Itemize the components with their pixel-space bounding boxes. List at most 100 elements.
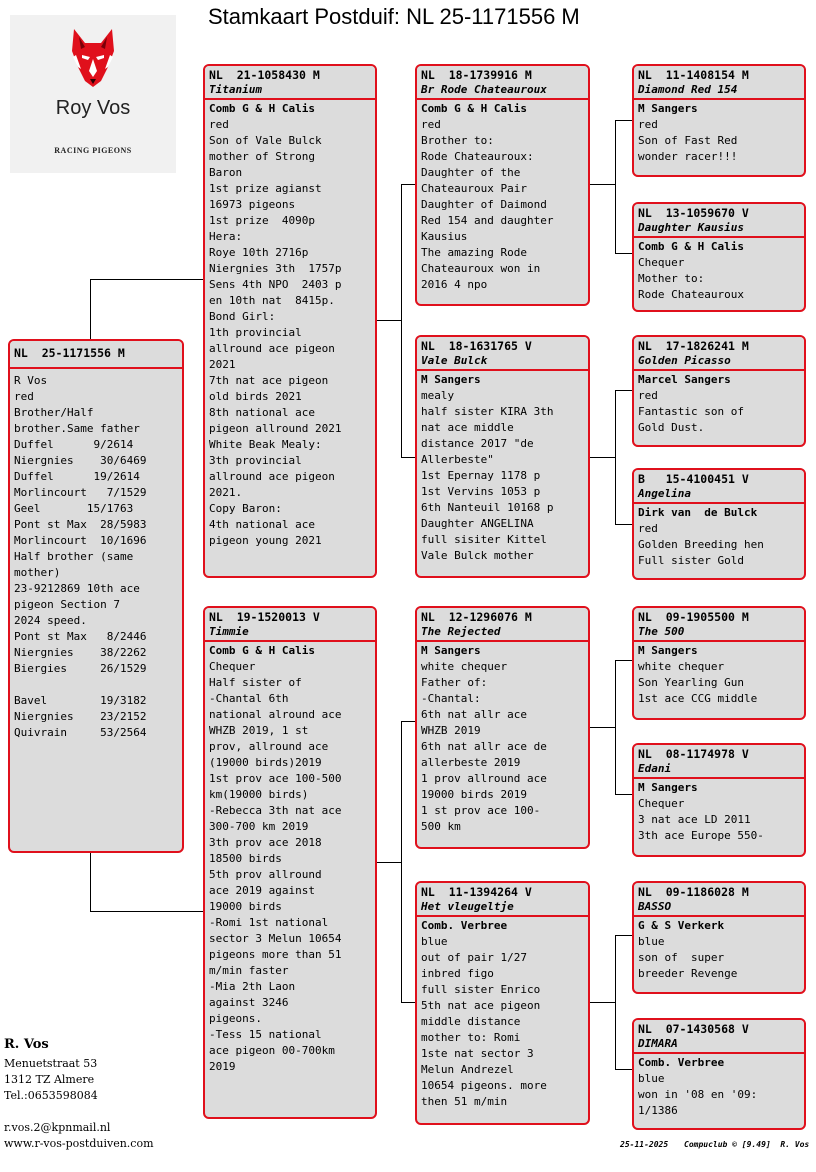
breeder-name: Marcel Sangers (638, 373, 731, 386)
info-line: sector 3 Melun 10654 (209, 932, 342, 945)
connector (401, 184, 402, 457)
card-header: NL 19-1520013 V Timmie (205, 608, 375, 642)
info-line: Morlincourt 10/1696 (14, 534, 147, 547)
info-line: Sens 4th NPO 2403 p (209, 278, 342, 291)
info-line: km(19000 birds) (209, 788, 309, 801)
info-line: Son of Fast Red (638, 134, 738, 147)
info-line: Daughter ANGELINA (421, 517, 534, 530)
connector (589, 1002, 615, 1003)
card-body: Dirk van de Bulck red Golden Breeding he… (634, 504, 804, 569)
card-header: NL 07-1430568 V DIMARA (634, 1020, 804, 1054)
info-line: Hera: (209, 230, 243, 243)
breeder-name: Dirk van de Bulck (638, 506, 758, 519)
card-body: Comb G & H Calis red Brother to: Rode Ch… (417, 100, 588, 293)
info-line: red (14, 390, 34, 403)
pigeon-card-mff[interactable]: NL 09-1905500 M The 500 M Sangers white … (632, 606, 806, 720)
print-date: 25-11-2025 (620, 1140, 669, 1149)
info-line: -Mia 2th Laon (209, 980, 296, 993)
info-line: ace 2019 against (209, 884, 315, 897)
info-line: Niergnies 3th 1757p (209, 262, 342, 275)
ring-number: NL 25-1171556 M (14, 346, 125, 360)
pigeon-name: Angelina (638, 487, 691, 500)
connector (90, 279, 204, 280)
ring-number: NL 11-1408154 M (638, 68, 749, 82)
info-line: 1/1386 (638, 1104, 678, 1117)
pigeon-card-fm[interactable]: NL 18-1631765 V Vale Bulck M Sangers mea… (415, 335, 590, 578)
info-line: allround ace pigeon (209, 342, 335, 355)
pigeon-name: The 500 (638, 625, 685, 638)
info-line: Vale Bulck mother (421, 549, 534, 562)
info-line: 300-700 km 2019 (209, 820, 309, 833)
info-line: red (209, 118, 229, 131)
info-line: 2021. (209, 486, 243, 499)
card-body: R Vos red Brother/Half brother.Same fath… (10, 369, 182, 741)
info-line: m/min faster (209, 964, 289, 977)
info-line: 1th provincial (209, 326, 302, 339)
owner-website[interactable]: www.r-vos-postduiven.com (4, 1137, 154, 1150)
info-line: Melun Andrezel (421, 1063, 514, 1076)
pigeon-card-mm[interactable]: NL 11-1394264 V Het vleugeltje Comb. Ver… (415, 881, 590, 1125)
pigeon-card-fmm[interactable]: B 15-4100451 V Angelina Dirk van de Bulc… (632, 468, 806, 580)
card-body: Comb G & H Calis Chequer Mother to: Rode… (634, 238, 804, 303)
info-line: 6th nat allr ace de (421, 740, 547, 753)
connector (615, 253, 633, 254)
owner-email[interactable]: r.vos.2@kpnmail.nl (4, 1121, 111, 1134)
info-line: 2019 (209, 1060, 236, 1073)
info-line: 23-9212869 10th ace (14, 582, 140, 595)
card-header: NL 18-1739916 M Br Rode Chateauroux (417, 66, 588, 100)
card-body: Comb. Verbree blue out of pair 1/27 inbr… (417, 917, 588, 1110)
pigeon-card-mmf[interactable]: NL 09-1186028 M BASSO G & S Verkerk blue… (632, 881, 806, 994)
info-line: mother of Strong (209, 150, 315, 163)
info-line: Chateauroux won in (421, 262, 541, 275)
info-line: 18500 birds (209, 852, 282, 865)
connector (615, 935, 633, 936)
info-line: Morlincourt 7/1529 (14, 486, 147, 499)
card-body: M Sangers white chequer Son Yearling Gun… (634, 642, 804, 707)
connector (376, 320, 401, 321)
pigeon-card-mother[interactable]: NL 19-1520013 V Timmie Comb G & H Calis … (203, 606, 377, 1119)
ring-number: NL 07-1430568 V (638, 1022, 749, 1036)
pigeon-card-ff[interactable]: NL 18-1739916 M Br Rode Chateauroux Comb… (415, 64, 590, 306)
pigeon-card-ffm[interactable]: NL 13-1059670 V Daughter Kausius Comb G … (632, 202, 806, 312)
wolf-head-icon (72, 29, 114, 87)
info-line: -Romi 1st national (209, 916, 329, 929)
info-line: Daughter of the (421, 166, 521, 179)
info-line: mother to: Romi (421, 1031, 521, 1044)
pigeon-card-fmf[interactable]: NL 17-1826241 M Golden Picasso Marcel Sa… (632, 335, 806, 447)
info-line: Brother/Half (14, 406, 94, 419)
info-line: allerbeste 2019 (421, 756, 521, 769)
pigeon-card-mfm[interactable]: NL 08-1174978 V Edani M Sangers Chequer … (632, 743, 806, 857)
info-line: pigeons. (209, 1012, 262, 1025)
pigeon-card-mmm[interactable]: NL 07-1430568 V DIMARA Comb. Verbree blu… (632, 1018, 806, 1130)
info-line: middle distance (421, 1015, 521, 1028)
card-header: NL 08-1174978 V Edani (634, 745, 804, 779)
connector (401, 457, 416, 458)
info-line: 2016 4 npo (421, 278, 488, 291)
pigeon-card-fff[interactable]: NL 11-1408154 M Diamond Red 154 M Sanger… (632, 64, 806, 177)
connector (376, 862, 401, 863)
pigeon-name: Edani (638, 762, 672, 775)
logo-name: Roy Vos (55, 97, 131, 119)
owner-contact: R. Vos Menuetstraat 53 1312 TZ Almere Te… (4, 1036, 154, 1152)
info-line: Mother to: (638, 272, 705, 285)
info-line: 1st prize 4090p (209, 214, 315, 227)
info-line: Biergies 26/1529 (14, 662, 147, 675)
info-line: nat ace middle (421, 421, 514, 434)
card-body: M Sangers red Son of Fast Red wonder rac… (634, 100, 804, 165)
breeder-name: Comb G & H Calis (638, 240, 744, 253)
ring-number: NL 21-1058430 M (209, 68, 320, 82)
pigeon-card-mf[interactable]: NL 12-1296076 M The Rejected M Sangers w… (415, 606, 590, 849)
card-body: M Sangers mealy half sister KIRA 3th nat… (417, 371, 588, 564)
info-line: distance 2017 "de (421, 437, 534, 450)
pigeon-card-father[interactable]: NL 21-1058430 M Titanium Comb G & H Cali… (203, 64, 377, 578)
pigeon-card-subject[interactable]: NL 25-1171556 M R Vos red Brother/Half b… (8, 339, 184, 853)
connector (401, 1002, 416, 1003)
owner-name: R. Vos (4, 1037, 49, 1052)
connector (589, 727, 615, 728)
card-header: NL 11-1408154 M Diamond Red 154 (634, 66, 804, 100)
ring-number: NL 18-1631765 V (421, 339, 532, 353)
info-line: pigeon allround 2021 (209, 422, 342, 435)
info-line: old birds 2021 (209, 390, 302, 403)
info-line: 3 nat ace LD 2011 (638, 813, 751, 826)
info-line: 8th national ace (209, 406, 315, 419)
